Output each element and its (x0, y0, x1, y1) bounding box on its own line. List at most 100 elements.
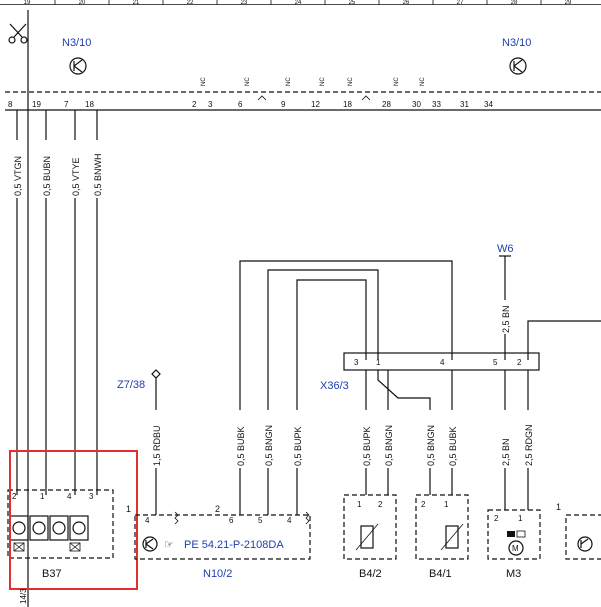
x36-pin: 4 (440, 358, 445, 367)
ruler-label: 28 (511, 0, 518, 6)
transistor-icon (32, 521, 46, 535)
wire-label: 1,5 RDBU (152, 425, 162, 466)
switch-icon (361, 95, 371, 101)
wire-label: 0,5 BUPK (362, 426, 372, 466)
pressure-sensor-icon (445, 525, 459, 549)
x36-pin: 2 (517, 358, 522, 367)
nc-label: NC (201, 77, 207, 86)
b37-pin: 4 (67, 492, 72, 501)
pin-number: 30 (412, 100, 421, 109)
m3-pin: 1 (518, 514, 523, 523)
wire-label: 0,5 BUBN (42, 156, 52, 196)
b4-1-component (415, 494, 469, 560)
wire-label: 0,5 BNWH (93, 153, 103, 196)
n3-10-left-label: N3/10 (62, 37, 91, 49)
b37-pin: 1 (40, 492, 45, 501)
ruler-label: 23 (241, 0, 248, 6)
b37-component (7, 489, 114, 559)
ruler-label: 22 (187, 0, 194, 6)
n10-pin: 4 (287, 516, 292, 525)
pin-number: 31 (460, 100, 469, 109)
transistor-icon (142, 536, 158, 552)
x36-pin: 5 (493, 358, 498, 367)
b37-hall-element (69, 542, 81, 552)
transistor-icon (69, 57, 87, 75)
pin-number: 3 (208, 100, 213, 109)
pin-number: 33 (432, 100, 441, 109)
motor-brush-icon (507, 531, 515, 537)
ruler-label: 20 (79, 0, 86, 6)
resistor-icon (305, 511, 310, 525)
b37-sensor-cell (29, 515, 49, 541)
b37-sensor-cell (69, 515, 89, 541)
ruler-label: 25 (349, 0, 356, 6)
pointer-hand-icon: ☞ (164, 539, 174, 551)
b4-2-label: B4/2 (359, 568, 382, 580)
b4-2-component (343, 494, 397, 560)
wire-label: 0,5 BUBK (448, 426, 458, 466)
ruler-label: 21 (133, 0, 140, 6)
nc-label: NC (394, 77, 400, 86)
m3-component (487, 509, 541, 560)
ruler-label: 24 (295, 0, 302, 6)
ruler-label: 29 (565, 0, 572, 6)
wire-bubk-loop (239, 260, 453, 515)
pin-number: 2 (192, 100, 197, 109)
n10-2-label: N10/2 (203, 568, 232, 580)
transistor-icon (12, 521, 26, 535)
splice-icon (151, 369, 161, 379)
ruler-label: 27 (457, 0, 464, 6)
pin-number: 28 (382, 100, 391, 109)
pin-number: 9 (281, 100, 286, 109)
pin-number: 8 (8, 100, 13, 109)
n10-pin: 6 (229, 516, 234, 525)
pin-number: 7 (64, 100, 69, 109)
left-edge-label: 14/3 (19, 588, 28, 604)
nc-label: NC (245, 77, 251, 86)
b37-pin: 3 (89, 492, 94, 501)
nc-label: NC (420, 77, 426, 86)
highlight-box (9, 450, 138, 590)
nc-label: NC (348, 77, 354, 86)
transistor-icon (52, 521, 66, 535)
pressure-sensor-icon (360, 525, 374, 549)
wire-x36-pin2-feed (527, 320, 601, 360)
resistor-icon (174, 511, 179, 525)
wire-label: 0,5 BNGN (426, 425, 436, 466)
x36-pin: 3 (354, 358, 359, 367)
x36-3-label: X36/3 (320, 380, 349, 392)
m3-pin: 2 (494, 514, 499, 523)
b4-1-pin: 2 (421, 500, 426, 509)
nc-label: NC (320, 77, 326, 86)
wire-label: 2,5 BN (501, 438, 511, 466)
motor-icon-glyph: M (512, 544, 519, 553)
lower-wire-labels: 1,5 RDBU 0,5 BUBK 0,5 BNGN 0,5 BUPK 0,5 … (150, 410, 534, 468)
pin-number: 34 (484, 100, 493, 109)
transistor-icon (577, 536, 593, 552)
w6-label: W6 (497, 243, 514, 255)
pin-number: 18 (343, 100, 352, 109)
z7-38-label: Z7/38 (117, 379, 145, 391)
b4-2-pin: 2 (378, 500, 383, 509)
side-number: 1 (126, 504, 131, 514)
transistor-icon (72, 521, 86, 535)
b37-pin: 2 (12, 492, 17, 501)
b4-1-label: B4/1 (429, 568, 452, 580)
pin-number: 19 (32, 100, 41, 109)
wire-bupk-loop (296, 279, 367, 515)
ruler-label: 19 (24, 0, 31, 6)
n3-10-right-label: N3/10 (502, 37, 531, 49)
wire-label: 0,5 BNGN (384, 425, 394, 466)
n10-2-reference-link[interactable]: PE 54.21-P-2108DA (184, 539, 284, 551)
x36-pin: 1 (376, 358, 381, 367)
b37-label: B37 (42, 568, 62, 580)
n10-pin: 5 (258, 516, 263, 525)
wire-label: 2,5 BN (501, 305, 511, 333)
x36-3-connector (343, 352, 540, 371)
nc-markers: NC NC NC NC NC NC NC (201, 77, 426, 86)
pin-number: 18 (85, 100, 94, 109)
partial-component (565, 514, 601, 560)
wire-label: 0,5 VTYE (71, 157, 81, 196)
wire-label: 0,5 BUPK (293, 426, 303, 466)
